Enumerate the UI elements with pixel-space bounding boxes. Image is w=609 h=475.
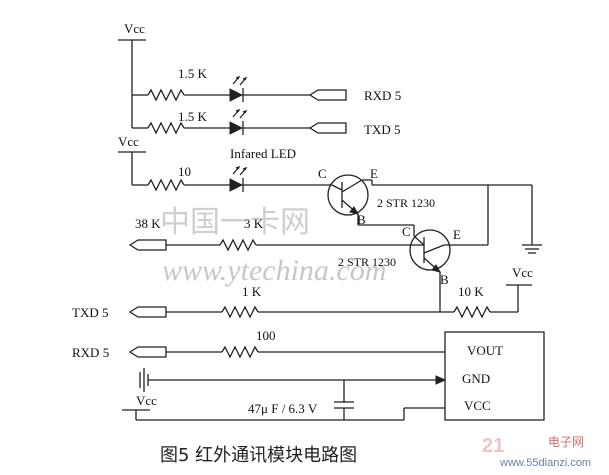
led-2 — [229, 108, 248, 135]
logo-cn: 电子网 — [548, 435, 584, 449]
vcc-top-label: Vcc — [124, 21, 145, 36]
row-ir-led: 10 Infared LED — [132, 146, 332, 192]
resistor-r2 — [147, 121, 185, 135]
row-txd-out: 1.5 K TXD 5 — [132, 108, 400, 137]
resistor-r6 — [221, 305, 259, 319]
q1-name-label: 2 STR 1230 — [377, 196, 435, 210]
r6-label: 1 K — [242, 284, 262, 299]
module-gnd-label: GND — [462, 371, 490, 386]
row-rxd-out: 1.5 K RXD 5 — [132, 66, 401, 103]
txd-out-label: TXD 5 — [364, 122, 400, 137]
q2-e-label: E — [453, 227, 461, 242]
module-vout-label: VOUT — [467, 343, 503, 358]
connector-rxd-out — [308, 89, 347, 101]
resistor-r1 — [147, 88, 185, 102]
resistor-r7 — [453, 305, 491, 319]
connector-txd-in — [128, 306, 167, 318]
vcc-mid-label: Vcc — [118, 134, 139, 149]
resistor-r5 — [219, 238, 257, 252]
module-vcc-label: VCC — [464, 398, 491, 413]
transistor-q2: C E B 2 STR 1230 — [338, 224, 488, 287]
q2-c-label: C — [402, 224, 411, 239]
connector-38k — [128, 239, 167, 251]
vcc-top-node: Vcc — [118, 21, 146, 128]
vcc-bottom-node: Vcc — [122, 393, 445, 421]
ir-led — [229, 165, 248, 192]
ground-right — [488, 184, 542, 254]
q1-c-label: C — [318, 166, 327, 181]
ir-receiver-module: VOUT GND VCC — [444, 331, 545, 421]
r5-label: 3 K — [244, 216, 264, 231]
vcc-mid-node: Vcc — [118, 134, 146, 185]
r8-label: 100 — [256, 328, 276, 343]
watermark-url: www.ytechina.com — [162, 254, 386, 287]
rxd-in-label: RXD 5 — [72, 345, 109, 360]
resistor-r8 — [221, 345, 259, 359]
ir-led-label: Infared LED — [230, 146, 296, 161]
r2-label: 1.5 K — [178, 109, 208, 124]
row-txd-in: TXD 5 1 K 10 K Vcc — [72, 265, 533, 320]
vcc-bottom-label: Vcc — [136, 393, 157, 408]
r3-label: 10 — [178, 164, 191, 179]
row-38k-input: 38 K 3 K — [128, 216, 410, 252]
row-rxd-in: RXD 5 100 — [72, 328, 445, 360]
connector-rxd-in — [128, 346, 167, 358]
gnd-line — [139, 368, 447, 392]
transistor-q1: C E B 2 STR 1230 — [318, 166, 489, 245]
cap-label: 47μ F / 6.3 V — [248, 401, 318, 416]
connector-txd-out — [308, 122, 347, 134]
r4-label: 38 K — [135, 216, 161, 231]
q1-b-label: B — [357, 212, 366, 227]
watermark-cn: 中国一卡网 — [160, 205, 310, 240]
capacitor-47uf: 47μ F / 6.3 V — [248, 380, 354, 420]
led-1 — [229, 75, 248, 102]
txd-in-label: TXD 5 — [72, 305, 108, 320]
logo-url: www.55dianzi.com — [499, 457, 591, 469]
q1-e-label: E — [370, 166, 378, 181]
vcc-right-label: Vcc — [512, 265, 533, 280]
figure-caption: 图5 红外通讯模块电路图 — [160, 445, 357, 466]
q2-b-label: B — [440, 272, 449, 287]
rxd-out-label: RXD 5 — [364, 88, 401, 103]
resistor-r3 — [147, 178, 185, 192]
logo-number: 21 — [482, 435, 504, 457]
r7-label: 10 K — [458, 284, 484, 299]
q2-name-label: 2 STR 1230 — [338, 255, 396, 269]
r1-label: 1.5 K — [178, 66, 208, 81]
site-logo: 21 电子网 www.55dianzi.com — [482, 435, 591, 469]
